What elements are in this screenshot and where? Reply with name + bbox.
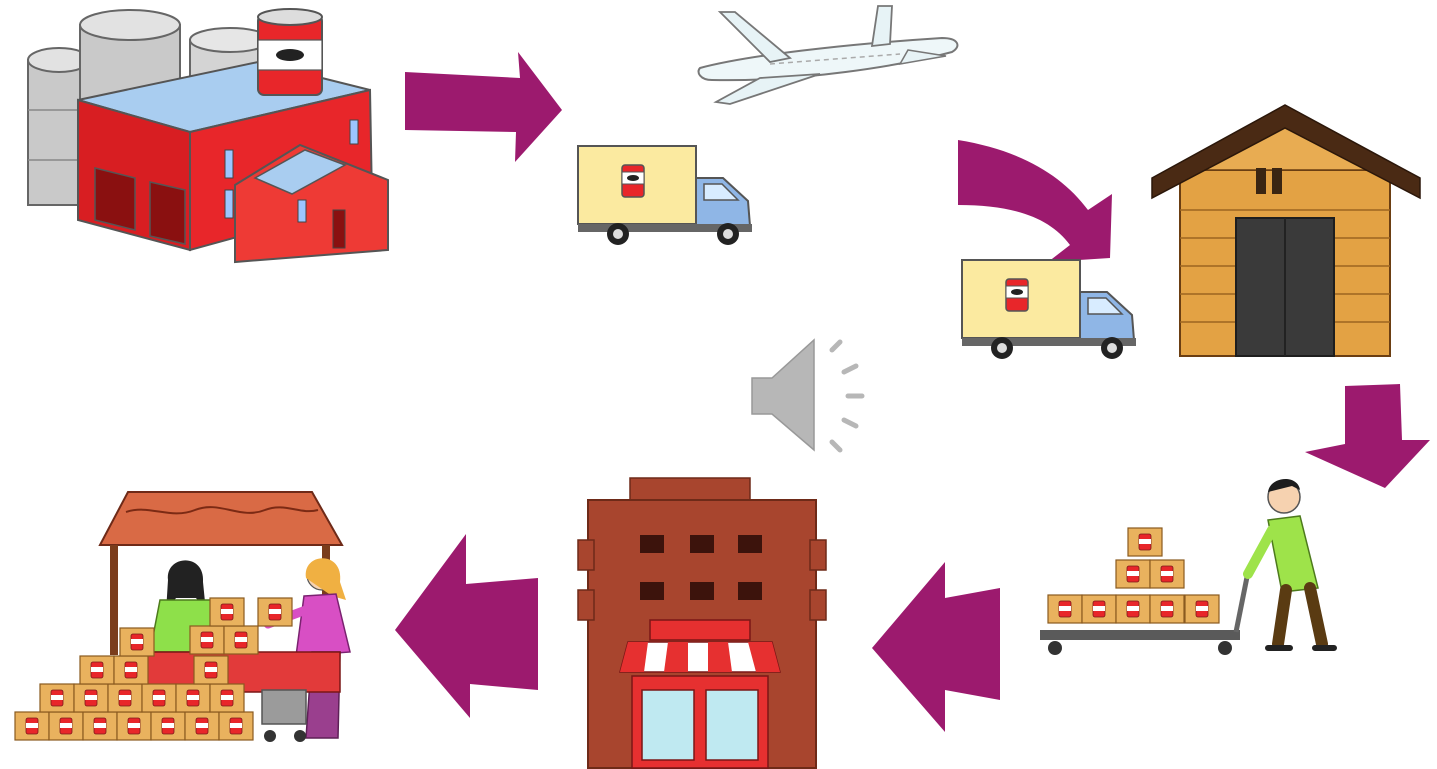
- store-building-icon: [578, 478, 826, 768]
- factory-icon: [28, 9, 388, 262]
- arrow-left-icon: [872, 562, 1000, 732]
- airplane-icon: [699, 6, 958, 104]
- arrow-left-icon: [395, 534, 538, 718]
- delivery-truck-icon: [962, 260, 1136, 359]
- arrow-right-icon: [405, 52, 562, 162]
- market-stall-icon: [15, 492, 350, 742]
- warehouse-icon: [1152, 105, 1420, 356]
- arrow-down-icon: [1305, 384, 1430, 488]
- pallet-cart-worker-icon: [1040, 479, 1334, 655]
- speaker-icon[interactable]: [752, 340, 862, 450]
- arrow-curved-down-icon: [958, 140, 1112, 262]
- delivery-truck-icon: [578, 146, 752, 245]
